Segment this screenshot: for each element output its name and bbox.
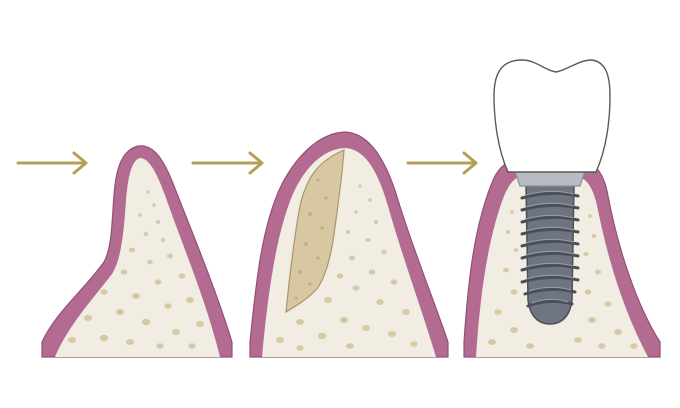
arrows-group — [16, 151, 478, 175]
implant-thread — [520, 227, 580, 236]
implant-thread-highlight — [525, 262, 575, 268]
arrow-1 — [16, 151, 88, 175]
implant-thread — [520, 251, 580, 260]
implant-thread-highlight — [531, 298, 569, 304]
implant-thread-highlight — [525, 202, 575, 208]
arrow-3 — [406, 151, 478, 175]
implant-thread — [520, 203, 580, 212]
arrow-2 — [191, 151, 264, 175]
implant-threads — [520, 190, 580, 308]
implant-thread — [526, 299, 574, 308]
bone-texture-3 — [488, 210, 638, 349]
graft-texture — [294, 178, 328, 300]
bone-texture-1 — [68, 190, 204, 349]
stage-2-bone-graft — [249, 131, 449, 358]
bone-1 — [55, 158, 220, 357]
dental-crown — [493, 59, 611, 173]
implant-thread — [520, 215, 580, 224]
implant-thread — [520, 275, 580, 284]
stage-1-resorbed-ridge — [41, 145, 233, 358]
implant-thread-highlight — [525, 226, 575, 232]
implant-thread-highlight — [525, 274, 575, 280]
implant-thread — [523, 287, 577, 296]
implant-thread-highlight — [525, 238, 575, 244]
implant-thread-highlight — [528, 286, 572, 292]
implant-thread — [520, 263, 580, 272]
implant-thread-highlight — [525, 190, 575, 196]
implant-thread-highlight — [525, 214, 575, 220]
implant-thread — [520, 239, 580, 248]
implant-screw — [520, 183, 580, 325]
stage-3-implant-with-crown — [463, 59, 661, 358]
implant-thread-highlight — [525, 250, 575, 256]
implant-thread — [520, 191, 580, 200]
bone-texture-2 — [276, 184, 418, 351]
